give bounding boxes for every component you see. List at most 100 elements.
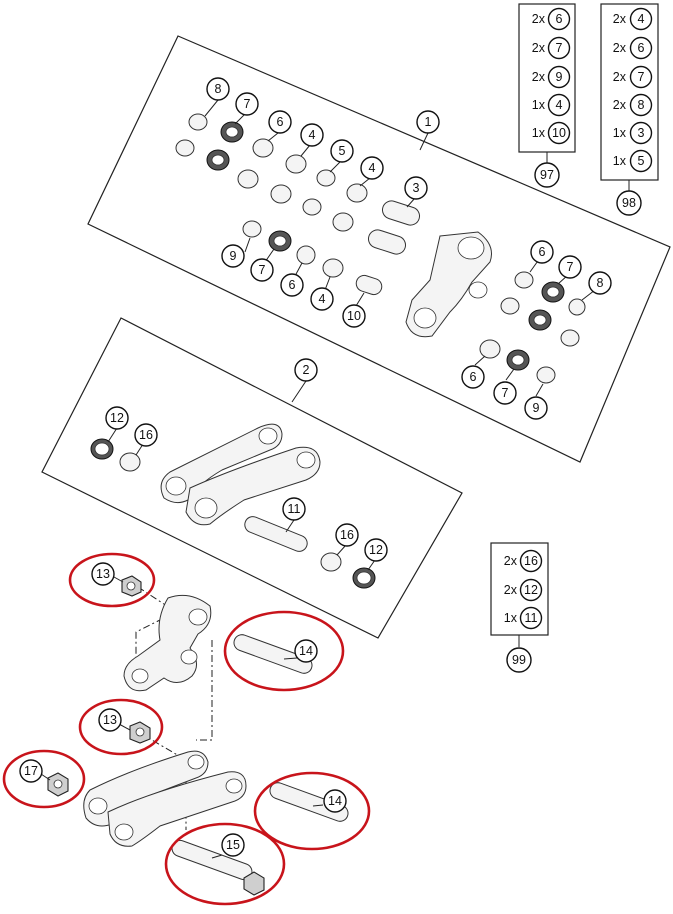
callout-16: 16 bbox=[134, 423, 158, 447]
svg-text:6: 6 bbox=[539, 245, 546, 259]
callout-7: 7 bbox=[558, 255, 582, 279]
svg-text:10: 10 bbox=[347, 309, 361, 323]
callout-16: 16 bbox=[335, 523, 359, 547]
kit-97-row: 1x 4 bbox=[532, 93, 571, 117]
kit-97-row: 2x 6 bbox=[532, 7, 571, 31]
svg-text:8: 8 bbox=[215, 82, 222, 96]
svg-text:4: 4 bbox=[319, 292, 326, 306]
svg-text:8: 8 bbox=[597, 276, 604, 290]
panel-2-frame bbox=[41, 317, 463, 639]
svg-text:2x: 2x bbox=[504, 583, 518, 597]
svg-text:2x: 2x bbox=[532, 70, 546, 84]
svg-text:12: 12 bbox=[110, 411, 124, 425]
svg-text:7: 7 bbox=[502, 386, 509, 400]
panel-2-parts bbox=[90, 423, 376, 589]
svg-text:8: 8 bbox=[638, 98, 645, 112]
callout-11: 11 bbox=[282, 497, 306, 521]
kit-98-row: 2x 8 bbox=[613, 93, 653, 117]
highlight-ring-14-lower bbox=[253, 771, 371, 851]
svg-text:3: 3 bbox=[413, 181, 420, 195]
callout-13: 13 bbox=[98, 708, 122, 732]
svg-text:11: 11 bbox=[525, 611, 538, 625]
svg-text:2x: 2x bbox=[613, 41, 627, 55]
callout-14: 14 bbox=[294, 639, 318, 663]
callout-4: 4 bbox=[310, 287, 334, 311]
callout-3: 3 bbox=[404, 176, 428, 200]
kit-98-box bbox=[600, 3, 659, 181]
panel-1-frame bbox=[87, 35, 671, 463]
svg-text:6: 6 bbox=[289, 278, 296, 292]
svg-text:2x: 2x bbox=[532, 41, 546, 55]
callout-4: 4 bbox=[300, 123, 324, 147]
callout-9: 9 bbox=[221, 244, 245, 268]
svg-text:13: 13 bbox=[103, 713, 117, 727]
svg-text:7: 7 bbox=[259, 263, 266, 277]
svg-text:15: 15 bbox=[226, 838, 240, 852]
callout-9: 9 bbox=[524, 396, 548, 420]
highlight-ring-15 bbox=[164, 822, 286, 906]
svg-text:1x: 1x bbox=[532, 126, 546, 140]
svg-text:4: 4 bbox=[309, 128, 316, 142]
svg-text:1x: 1x bbox=[532, 98, 546, 112]
svg-text:6: 6 bbox=[556, 12, 563, 26]
svg-text:5: 5 bbox=[339, 144, 346, 158]
svg-text:1: 1 bbox=[425, 115, 432, 129]
callout-12: 12 bbox=[105, 406, 129, 430]
assembly-parts bbox=[47, 575, 349, 896]
svg-text:9: 9 bbox=[533, 401, 540, 415]
callout-6: 6 bbox=[461, 365, 485, 389]
svg-text:1x: 1x bbox=[504, 611, 518, 625]
callout-10: 10 bbox=[342, 304, 366, 328]
panel-1-parts bbox=[175, 113, 586, 384]
svg-text:16: 16 bbox=[340, 528, 354, 542]
callout-1: 1 bbox=[416, 110, 440, 134]
callout-6: 6 bbox=[280, 273, 304, 297]
svg-text:7: 7 bbox=[567, 260, 574, 274]
svg-text:16: 16 bbox=[524, 554, 538, 568]
callout-12: 12 bbox=[364, 538, 388, 562]
kit-97-number: 97 bbox=[534, 162, 560, 188]
callout-13: 13 bbox=[91, 562, 115, 586]
callout-8: 8 bbox=[588, 271, 612, 295]
callout-7: 7 bbox=[250, 258, 274, 282]
callout-5: 5 bbox=[330, 139, 354, 163]
svg-text:99: 99 bbox=[512, 653, 526, 667]
callout-2: 2 bbox=[294, 358, 318, 382]
svg-text:3: 3 bbox=[638, 126, 645, 140]
svg-text:2x: 2x bbox=[532, 12, 546, 26]
svg-text:6: 6 bbox=[638, 41, 645, 55]
svg-text:1x: 1x bbox=[613, 154, 627, 168]
callout-15: 15 bbox=[221, 833, 245, 857]
svg-text:5: 5 bbox=[638, 154, 645, 168]
kit-99-row: 1x 11 bbox=[504, 606, 543, 630]
callout-7: 7 bbox=[493, 381, 517, 405]
svg-text:2: 2 bbox=[303, 363, 310, 377]
svg-text:13: 13 bbox=[96, 567, 110, 581]
svg-text:2x: 2x bbox=[613, 70, 627, 84]
callout-7: 7 bbox=[235, 92, 259, 116]
highlight-ring-13-upper bbox=[68, 552, 156, 608]
svg-text:4: 4 bbox=[556, 98, 563, 112]
kit-98-row: 2x 6 bbox=[613, 36, 653, 60]
svg-text:9: 9 bbox=[556, 70, 563, 84]
highlight-ring-17 bbox=[2, 749, 86, 809]
svg-text:97: 97 bbox=[540, 168, 554, 182]
callout-6: 6 bbox=[530, 240, 554, 264]
svg-text:16: 16 bbox=[139, 428, 153, 442]
svg-text:6: 6 bbox=[277, 115, 284, 129]
svg-text:2x: 2x bbox=[613, 98, 627, 112]
callout-17: 17 bbox=[19, 759, 43, 783]
callout-14: 14 bbox=[323, 789, 347, 813]
callout-8: 8 bbox=[206, 77, 230, 101]
highlight-ring-13-middle bbox=[78, 698, 164, 756]
svg-text:9: 9 bbox=[230, 249, 237, 263]
svg-text:4: 4 bbox=[369, 161, 376, 175]
